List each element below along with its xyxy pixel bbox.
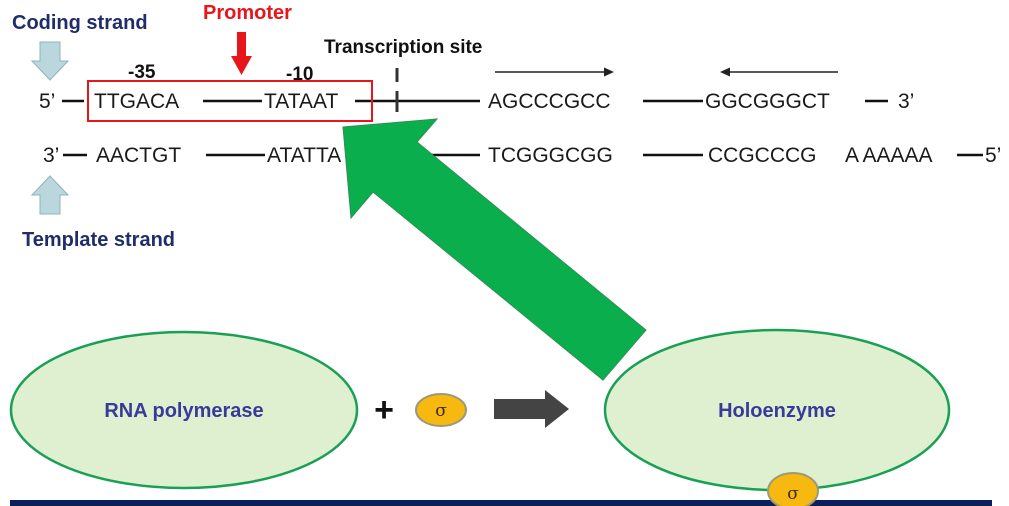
coding-3prime: 3’ (898, 90, 914, 113)
template-5prime: 5’ (985, 144, 1001, 167)
rna-polymerase-label: RNA polymerase (104, 400, 263, 422)
template-minus10-box: ATATTA (267, 144, 341, 167)
template-minus35-box: AACTGT (96, 144, 181, 167)
coding-strand: 5’ TTGACA TATAAT AGCCCGCC GGCGGGCT 3’ (39, 90, 914, 113)
binding-arrow-icon (342, 118, 647, 381)
template-polyA: A AAAAA (845, 144, 933, 167)
template-3prime: 3’ (43, 144, 59, 167)
holoenzyme: Holoenzyme (603, 328, 951, 492)
promoter-box (87, 80, 373, 122)
template-seq1: TCGGGCGG (488, 144, 613, 167)
coding-minus35-box: TTGACA (94, 90, 179, 113)
coding-seq1: AGCCCGCC (488, 90, 611, 113)
template-strand: 3’ AACTGT ATATTA TCGGGCGG CCGCCCG A AAAA… (43, 144, 1001, 167)
sigma-label: σ (435, 401, 447, 421)
coding-seq2: GGCGGGCT (705, 90, 830, 113)
minus10-label: -10 (286, 64, 313, 85)
sigma-factor: σ (415, 393, 467, 427)
footer-bar (10, 500, 992, 506)
promoter-label: Promoter (203, 2, 292, 24)
coding-5prime: 5’ (39, 90, 55, 113)
promoter-arrow-icon (231, 32, 252, 75)
forms-arrow-icon (494, 390, 569, 428)
coding-strand-label: Coding strand (12, 12, 148, 34)
holoenzyme-label: Holoenzyme (718, 400, 836, 422)
coding-minus10-box: TATAAT (264, 90, 338, 113)
reverse-repeat-arrow-icon (720, 67, 838, 77)
coding-strand-arrow-icon (30, 41, 70, 81)
holoenzyme-sigma-label: σ (787, 484, 799, 504)
holoenzyme-sigma: σ (767, 472, 819, 506)
forward-repeat-arrow-icon (495, 67, 614, 77)
template-strand-arrow-icon (30, 175, 70, 215)
minus35-label: -35 (128, 62, 156, 83)
rna-polymerase: RNA polymerase (9, 330, 359, 490)
template-seq2: CCGCCCG (708, 144, 817, 167)
plus-sign: + (374, 391, 394, 429)
transcription-site-label: Transcription site (324, 37, 482, 58)
template-strand-label: Template strand (22, 229, 175, 251)
